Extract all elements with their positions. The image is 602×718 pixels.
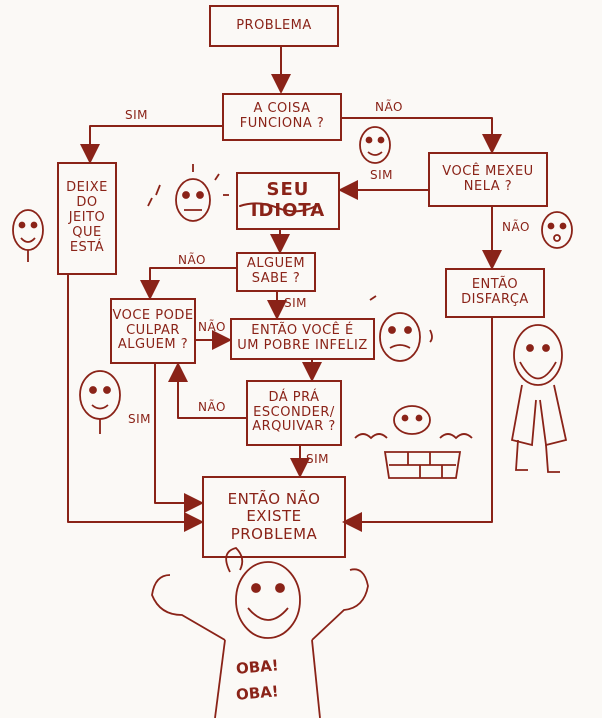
node-deixe: DEIXE DO JEITO QUE ESTÁ xyxy=(57,162,117,275)
arrow-culpar-semproblema xyxy=(154,363,204,513)
label-sim-esconder: SIM xyxy=(306,452,330,466)
arrow-alguem-culpar xyxy=(140,267,237,300)
label-sim-mexeu: SIM xyxy=(370,168,394,182)
face-doodle-2 xyxy=(12,209,44,262)
face-doodle-5 xyxy=(369,295,433,362)
face-doodle-6 xyxy=(79,370,121,434)
label-nao-alguem: NÃO xyxy=(178,253,206,267)
oba-text-1: OBA! xyxy=(235,656,280,678)
node-culpar: VOCE PODE CULPAR ALGUEM ? xyxy=(110,298,196,364)
arrow-deixe-semproblema xyxy=(67,274,204,532)
underline-squiggle xyxy=(239,202,319,213)
face-doodle-4 xyxy=(541,211,573,249)
face-doodle-3 xyxy=(147,164,229,222)
node-problema: PROBLEMA xyxy=(209,5,339,47)
oba-text-2: OBA! xyxy=(235,682,280,704)
node-mexeu: VOCÊ MEXEU NELA ? xyxy=(428,152,548,207)
node-infeliz: ENTÃO VOCÊ É UM POBRE INFELIZ xyxy=(230,318,375,360)
node-idiota: SEU IDIOTA xyxy=(236,172,340,230)
node-alguem-sabe: ALGUEM SABE ? xyxy=(236,252,316,292)
node-disfarca: ENTÃO DISFARÇA xyxy=(445,268,545,318)
arrow-funciona-deixe xyxy=(80,125,223,164)
node-funciona: A COISA FUNCIONA ? xyxy=(222,93,342,141)
arrow-disfarca-semproblema xyxy=(342,317,493,532)
label-nao-culpar: NÃO xyxy=(198,320,226,334)
arrow-funciona-mexeu xyxy=(341,117,502,154)
label-sim-culpar: SIM xyxy=(128,412,152,426)
label-nao-funciona: NÃO xyxy=(375,100,403,114)
arrow-esconder-culpar xyxy=(168,362,247,419)
celebrating-figure-doodle xyxy=(151,547,369,718)
node-sem-problema: ENTÃO NÃO EXISTE PROBLEMA xyxy=(202,476,346,558)
label-nao-mexeu: NÃO xyxy=(502,220,530,234)
bearded-man-doodle xyxy=(510,324,568,473)
face-doodle-1 xyxy=(359,126,391,164)
label-sim-alguem: SIM xyxy=(284,296,308,310)
hiding-guy-doodle xyxy=(354,405,473,479)
doodles xyxy=(12,126,573,718)
node-esconder: DÁ PRÁ ESCONDER/ ARQUIVAR ? xyxy=(246,380,342,446)
label-sim-funciona: SIM xyxy=(125,108,149,122)
label-nao-esconder: NÃO xyxy=(198,400,226,414)
